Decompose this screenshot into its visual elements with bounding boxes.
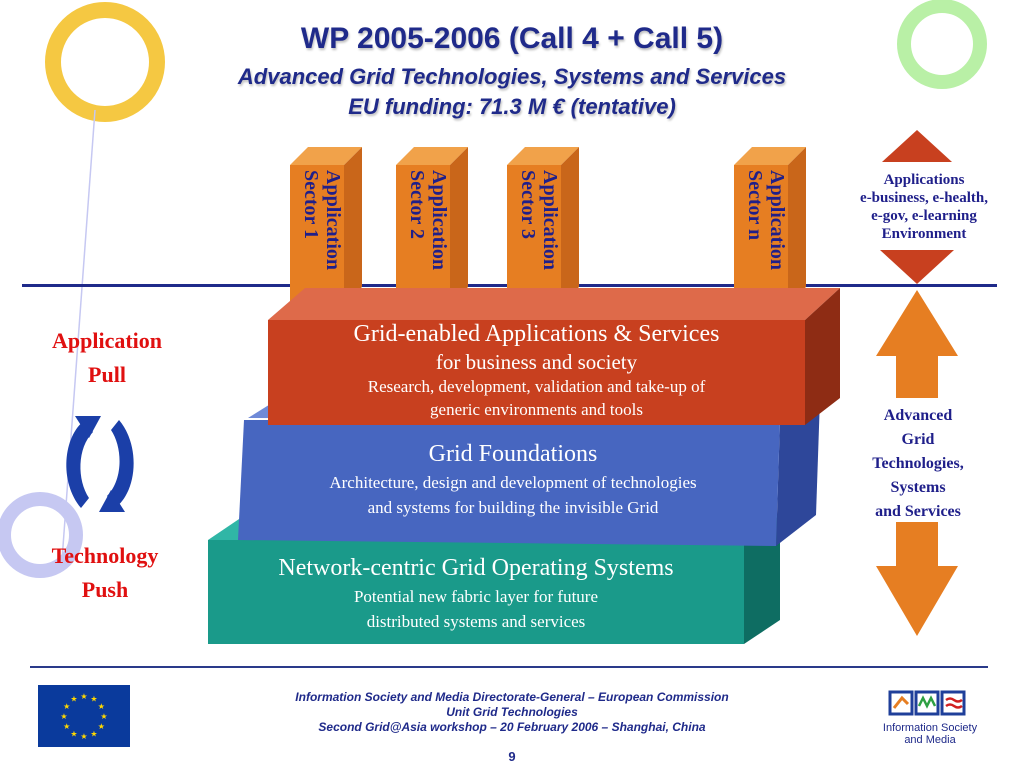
- eu-star: ★: [63, 722, 70, 731]
- applications-layer-text: Grid-enabled Applications & Services for…: [268, 319, 805, 421]
- application-pull-label: Application Pull: [22, 324, 192, 392]
- applications-layer-title: Grid-enabled Applications & Services: [353, 321, 720, 347]
- yellow-ring: [45, 2, 165, 122]
- eu-star: ★: [98, 702, 105, 711]
- network-layer-text: Network-centric Grid Operating Systems P…: [208, 552, 744, 634]
- eu-star: ★: [98, 722, 105, 731]
- infso-logo-text: Information Society and Media: [860, 722, 1000, 746]
- adv-line-3: Technologies,: [872, 455, 964, 472]
- adv-line-1: Advanced: [883, 407, 953, 424]
- green-ring: [897, 0, 987, 89]
- sector-box-3: [507, 147, 579, 305]
- applications-layer-line2: for business and society: [435, 350, 638, 374]
- eu-flag-icon: ★★★★★★★★★★★★: [38, 685, 130, 747]
- page-title: WP 2005-2006 (Call 4 + Call 5): [300, 22, 724, 55]
- network-layer-title: Network-centric Grid Operating Systems: [278, 555, 674, 581]
- env-line-1: Applications: [883, 172, 965, 188]
- footer-line-1: Information Society and Media Directorat…: [295, 690, 729, 704]
- footer-text: Information Society and Media Directorat…: [0, 690, 1024, 735]
- pull-line-2: Pull: [88, 362, 126, 387]
- applications-environment-text: Applications e-business, e-health, e-gov…: [838, 171, 1010, 243]
- logo-line-2: and Media: [904, 734, 956, 746]
- network-layer-line3: distributed systems and services: [366, 612, 586, 631]
- env-line-4: Environment: [881, 226, 967, 242]
- orange-arrow-up: [876, 290, 958, 398]
- thin-diagonal-line: [61, 109, 96, 561]
- red-arrow-up: [882, 130, 952, 162]
- push-line-1: Technology: [51, 543, 159, 568]
- foundations-layer-line2: Architecture, design and development of …: [329, 473, 697, 492]
- cycle-arrows-icon: [66, 416, 134, 512]
- sector-box-1: [290, 147, 362, 305]
- eu-star: ★: [90, 729, 97, 738]
- applications-layer: [268, 288, 840, 425]
- funding-line: EU funding: 71.3 M € (tentative): [348, 94, 676, 119]
- foundations-layer-line3: and systems for building the invisible G…: [367, 498, 659, 517]
- eu-star: ★: [80, 692, 87, 701]
- pull-line-1: Application: [51, 328, 163, 353]
- env-line-3: e-gov, e-learning: [871, 208, 977, 224]
- eu-star: ★: [70, 695, 77, 704]
- network-layer-line2: Potential new fabric layer for future: [353, 587, 599, 606]
- sector-boxes: [290, 147, 806, 305]
- infso-logo-icon: [888, 690, 966, 716]
- foundations-layer-text: Grid Foundations Architecture, design an…: [248, 438, 778, 520]
- logo-line-1: Information Society: [882, 722, 978, 734]
- orange-arrow-down: [876, 522, 958, 636]
- sector-box-n: [734, 147, 806, 305]
- footer-divider: [30, 666, 988, 668]
- adv-line-4: Systems: [890, 479, 946, 496]
- adv-line-2: Grid: [901, 431, 935, 448]
- eu-star: ★: [60, 712, 67, 721]
- red-arrow-down: [880, 250, 954, 284]
- advanced-grid-text: Advanced Grid Technologies, Systems and …: [838, 404, 998, 524]
- env-line-2: e-business, e-health,: [860, 190, 988, 206]
- lavender-ring: [0, 492, 83, 578]
- eu-star: ★: [90, 695, 97, 704]
- footer-line-3: Second Grid@Asia workshop – 20 February …: [318, 720, 706, 734]
- page-subtitle: Advanced Grid Technologies, Systems and …: [237, 64, 787, 89]
- page-number: 9: [508, 749, 516, 764]
- adv-line-5: and Services: [875, 503, 961, 520]
- applications-layer-line4: generic environments and tools: [430, 400, 643, 419]
- applications-layer-line3: Research, development, validation and ta…: [367, 377, 706, 396]
- eu-star: ★: [80, 732, 87, 741]
- sector-box-2: [396, 147, 468, 305]
- foundations-layer-title: Grid Foundations: [428, 441, 598, 467]
- eu-star: ★: [100, 712, 107, 721]
- push-line-2: Push: [81, 577, 129, 602]
- footer-line-2: Unit Grid Technologies: [446, 705, 578, 719]
- eu-star: ★: [70, 729, 77, 738]
- eu-star: ★: [63, 702, 70, 711]
- technology-push-label: Technology Push: [20, 539, 190, 607]
